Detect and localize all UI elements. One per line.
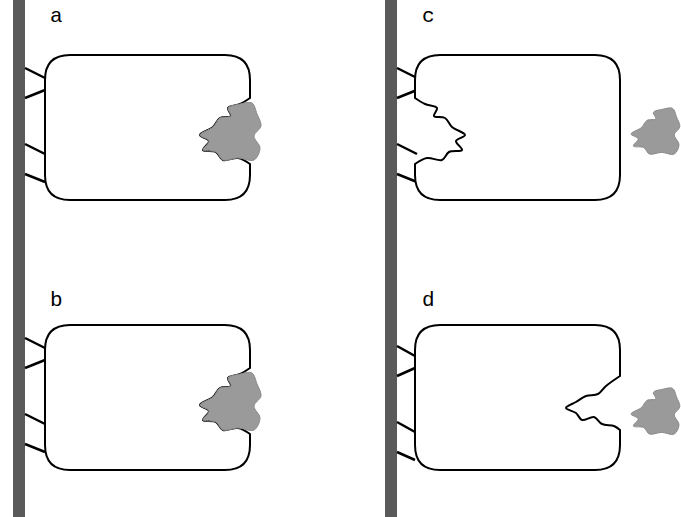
panel-letter: b <box>50 290 63 311</box>
panel-letter: a <box>50 6 63 27</box>
anchor-tether <box>25 360 45 368</box>
anchor-tether <box>25 144 45 154</box>
anchor-tether <box>25 174 45 182</box>
ligand-molecule <box>631 388 680 435</box>
anchor-tether <box>25 414 45 424</box>
anchor-tether <box>397 346 415 356</box>
anchor-tether <box>397 452 415 460</box>
anchor-tether <box>397 368 415 376</box>
anchor-tether <box>25 338 45 348</box>
anchor-tether <box>397 422 415 432</box>
receptor-protein <box>415 325 620 470</box>
membrane-bar <box>385 0 397 517</box>
anchor-tether <box>397 68 417 78</box>
anchor-tether <box>25 444 45 452</box>
ligand-molecule <box>200 102 261 160</box>
receptor-protein <box>415 55 620 200</box>
anchor-tether <box>397 144 417 154</box>
ligand-molecule <box>631 108 680 155</box>
ligand-molecule <box>200 372 261 430</box>
anchor-tether <box>25 68 45 78</box>
panel-letter: c <box>422 6 435 27</box>
anchor-tether <box>25 90 45 98</box>
membrane-bar <box>13 0 25 517</box>
panel-letter: d <box>422 290 435 311</box>
anchor-tether <box>397 174 417 182</box>
